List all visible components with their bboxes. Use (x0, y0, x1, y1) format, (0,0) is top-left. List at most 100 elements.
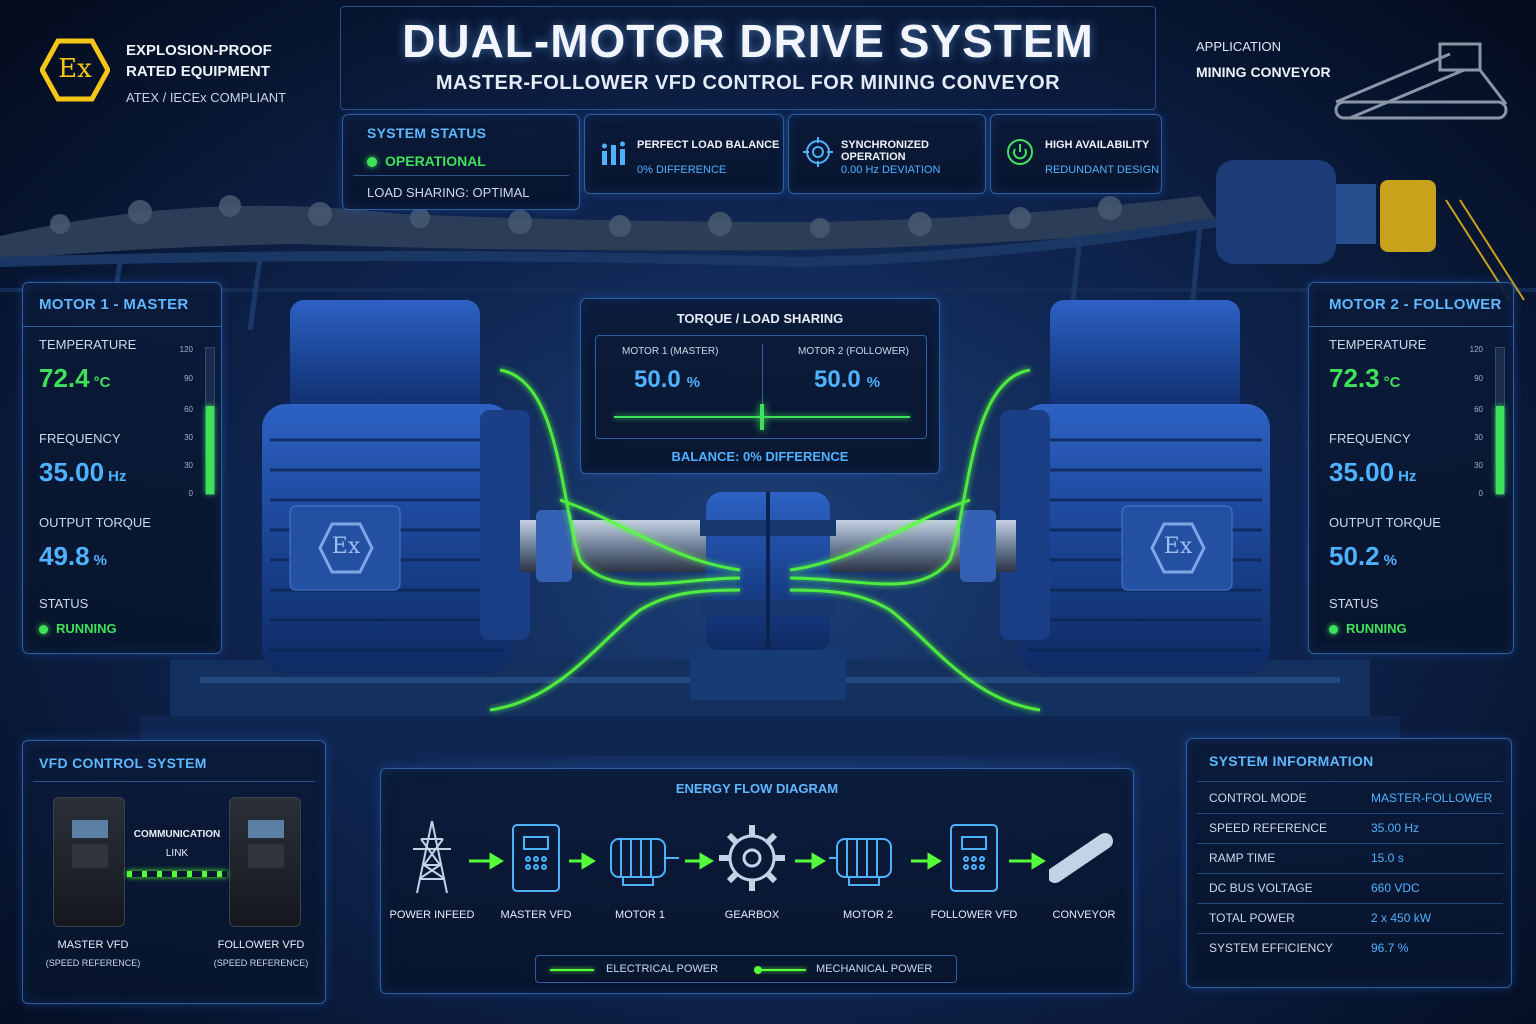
status-value: RUNNING (56, 621, 117, 636)
energy-flow-panel: ENERGY FLOW DIAGRAM (380, 768, 1134, 994)
m2-share-unit: % (866, 374, 881, 391)
motor-2-body (826, 300, 1270, 674)
vfd-control-title: VFD CONTROL SYSTEM (39, 755, 207, 771)
m2-share-readout: 50.0% (814, 366, 880, 394)
info-value: MASTER-FOLLOWER (1371, 791, 1493, 805)
status-ok-dot (367, 157, 377, 168)
header-frame (340, 6, 1156, 110)
load-sharing-text: LOAD SHARING: OPTIMAL (367, 185, 530, 200)
electrical-legend-label: ELECTRICAL POWER (606, 963, 719, 975)
ex-badge-line3: ATEX / IECEx COMPLIANT (126, 90, 287, 105)
vfd-control-panel: VFD CONTROL SYSTEM COMMUNICATION LINK MA… (22, 740, 326, 1004)
status-value: RUNNING (1346, 621, 1407, 636)
torque-inner-box: MOTOR 1 (MASTER) 50.0% MOTOR 2 (FOLLOWER… (595, 335, 927, 439)
feature-availability: HIGH AVAILABILITY REDUNDANT DESIGN (990, 114, 1162, 194)
transmission-tower-icon (413, 820, 451, 894)
temperature-gauge: 120 90 60 30 30 0 (173, 345, 223, 498)
frequency-value: 35.00 (39, 457, 105, 487)
follower-vfd-label: FOLLOWER VFD (217, 939, 305, 951)
gauge-tick: 30 (184, 461, 193, 470)
info-value: 96.7 % (1371, 941, 1409, 955)
master-vfd-icon (53, 797, 125, 927)
energy-legend: ELECTRICAL POWER MECHANICAL POWER (535, 955, 957, 983)
output-torque-unit: % (1383, 552, 1397, 569)
info-key: RAMP TIME (1209, 851, 1276, 865)
flow-node-label: MOTOR 2 (843, 909, 893, 921)
info-key: TOTAL POWER (1209, 911, 1295, 925)
motor-icon (610, 838, 679, 886)
output-torque-label: OUTPUT TORQUE (1329, 515, 1441, 530)
motor-2-title: MOTOR 2 - FOLLOWER (1309, 283, 1513, 327)
m1-share-label: MOTOR 1 (MASTER) (622, 346, 719, 357)
gauge-tick: 30 (184, 433, 193, 442)
feature-title: PERFECT LOAD BALANCE (637, 139, 780, 151)
status-readout: RUNNING (1329, 621, 1407, 636)
m2-share-value: 50.0 (814, 366, 861, 393)
frequency-unit: Hz (108, 468, 127, 485)
system-status-title: SYSTEM STATUS (367, 125, 487, 141)
divider (1197, 873, 1503, 874)
divider (353, 175, 569, 176)
target-icon (803, 137, 833, 167)
application-label: APPLICATION (1196, 39, 1282, 54)
balance-marker-icon (760, 404, 764, 430)
ex-badge-symbol: Ex (58, 54, 92, 84)
gauge-fill (1496, 406, 1504, 494)
output-torque-unit: % (93, 552, 107, 569)
feature-value: 0% DIFFERENCE (637, 164, 727, 176)
conveyor-outline-icon (1334, 42, 1508, 120)
flow-node-label: GEARBOX (724, 909, 780, 921)
motor-1-ex-symbol: Ex (331, 534, 361, 559)
temperature-value: 72.3 (1329, 363, 1380, 393)
vfd-screen (248, 820, 284, 838)
feature-title: HIGH AVAILABILITY (1045, 139, 1150, 151)
gauge-tick: 60 (1474, 405, 1483, 414)
follower-vfd-sub: (SPEED REFERENCE) (213, 958, 309, 968)
comm-link-label-1: COMMUNICATION (133, 829, 221, 840)
motor-2-ex-symbol: Ex (1163, 534, 1193, 559)
gauge-tick: 90 (1474, 374, 1483, 383)
master-vfd-label: MASTER VFD (57, 939, 129, 951)
gear-icon (719, 825, 785, 891)
flow-node-label: FOLLOWER VFD (930, 909, 1018, 921)
gauge-track (1495, 347, 1505, 495)
temperature-label: TEMPERATURE (39, 337, 137, 352)
info-key: DC BUS VOLTAGE (1209, 881, 1313, 895)
power-icon (1007, 139, 1033, 165)
balance-bars-icon (602, 141, 625, 165)
gauge-tick: 0 (1478, 489, 1483, 498)
frequency-unit: Hz (1398, 468, 1417, 485)
temperature-value: 72.4 (39, 363, 90, 393)
gauge-tick: 120 (179, 345, 193, 354)
output-torque-readout: 50.2% (1329, 541, 1397, 572)
m1-share-readout: 50.0% (634, 366, 700, 394)
energy-flow-title: ENERGY FLOW DIAGRAM (675, 781, 839, 796)
gauge-tick: 90 (184, 374, 193, 383)
torque-divider (762, 344, 763, 408)
running-dot (39, 625, 48, 635)
motor-2-panel: MOTOR 2 - FOLLOWER TEMPERATURE 72.3°C FR… (1308, 282, 1514, 654)
flow-node-label: CONVEYOR (1052, 909, 1116, 921)
vfd-keypad (248, 844, 284, 868)
frequency-label: FREQUENCY (1329, 431, 1411, 446)
balance-text: BALANCE: 0% DIFFERENCE (671, 449, 849, 464)
page-title: DUAL-MOTOR DRIVE SYSTEM (402, 15, 1094, 67)
info-key: SYSTEM EFFICIENCY (1209, 941, 1334, 955)
mechanical-legend-swatch (756, 969, 806, 971)
gauge-tick: 60 (184, 405, 193, 414)
gauge-track (205, 347, 215, 495)
motor-1-ex-plate: Ex (318, 520, 374, 576)
feature-title: SYNCHRONIZED OPERATION (841, 139, 930, 163)
divider (1197, 903, 1503, 904)
system-status-state: OPERATIONAL (367, 153, 486, 169)
running-dot (1329, 625, 1338, 635)
feature-load-balance: PERFECT LOAD BALANCE 0% DIFFERENCE (584, 114, 784, 194)
flow-node-label: POWER INFEED (389, 909, 475, 921)
status-label: STATUS (1329, 596, 1379, 611)
motor-2-ex-plate: Ex (1150, 520, 1206, 576)
info-value: 35.00 Hz (1371, 821, 1420, 835)
divider (1197, 933, 1503, 934)
